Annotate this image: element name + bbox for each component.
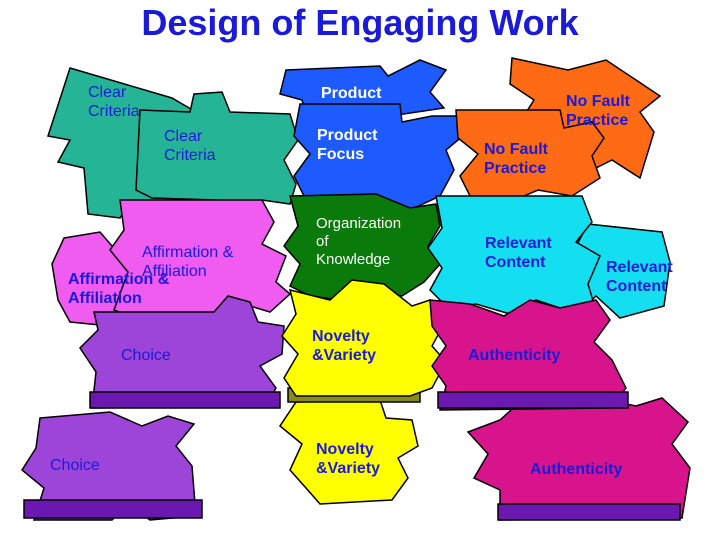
label-clear-criteria-back: Clear Criteria — [88, 84, 140, 120]
label-choice-front: Choice — [121, 347, 171, 364]
label-organization: Organization of Knowledge — [316, 215, 402, 268]
label-authenticity-front: Authenticity — [468, 347, 561, 364]
piece-clear-criteria-front — [135, 91, 299, 213]
label-product-focus: Product Focus — [317, 127, 378, 163]
label-no-fault-back: No Fault Practice — [566, 93, 630, 129]
label-relevant-back: Relevant Content — [606, 259, 673, 295]
label-novelty-front: Novelty &Variety — [312, 328, 377, 364]
label-clear-criteria-front: Clear Criteria — [164, 128, 216, 164]
piece-organization — [283, 193, 441, 301]
label-no-fault-front: No Fault Practice — [484, 141, 548, 177]
label-affirmation-back: Affirmation & Affiliation — [68, 271, 170, 307]
authenticity-back-base — [497, 503, 681, 521]
label-choice-back: Choice — [50, 457, 100, 474]
label-affirmation-front: Affirmation & Affiliation — [142, 244, 234, 280]
label-relevant-front: Relevant Content — [485, 235, 552, 271]
authenticity-front-base — [437, 391, 629, 409]
piece-authenticity-front — [429, 299, 627, 411]
piece-relevant-front — [427, 195, 601, 315]
piece-authenticity-back — [466, 397, 691, 521]
piece-choice-front — [79, 295, 285, 409]
label-product-back: Product — [321, 85, 382, 102]
label-novelty-back: Novelty &Variety — [316, 441, 381, 477]
choice-front-base — [89, 391, 281, 409]
diagram-title: Design of Engaging Work — [141, 2, 579, 43]
choice-back-base — [23, 499, 203, 519]
piece-novelty-back — [278, 399, 419, 505]
label-authenticity-back: Authenticity — [530, 461, 623, 478]
